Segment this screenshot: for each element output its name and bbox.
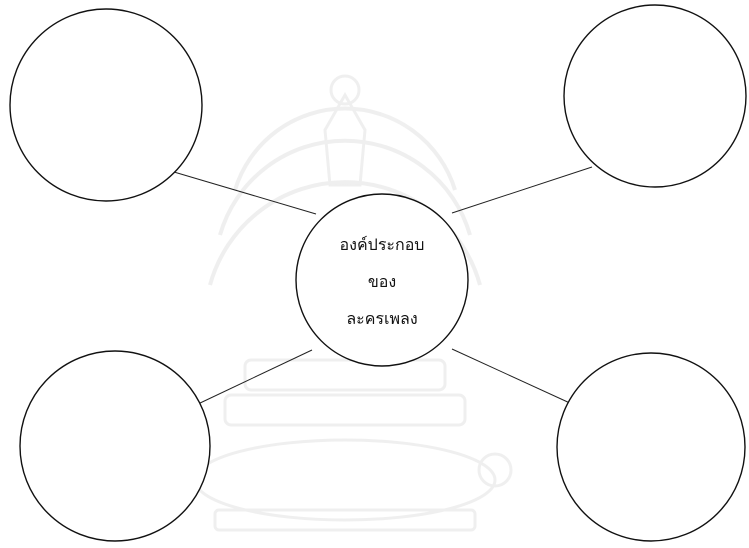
center-label-line-3: ละครเพลง [346,309,417,328]
connector-bottom-left [197,349,313,405]
center-label-line-1: องค์ประกอบ [340,235,425,254]
node-bottom-right [556,352,746,542]
center-label-line-2: ของ [368,272,396,291]
node-center [295,193,469,367]
node-top-right [563,4,747,188]
connector-bottom-right [451,348,573,405]
connector-top-left [173,171,317,215]
connector-top-right [451,166,593,214]
node-top-left [9,8,203,202]
node-bottom-left [19,350,211,542]
